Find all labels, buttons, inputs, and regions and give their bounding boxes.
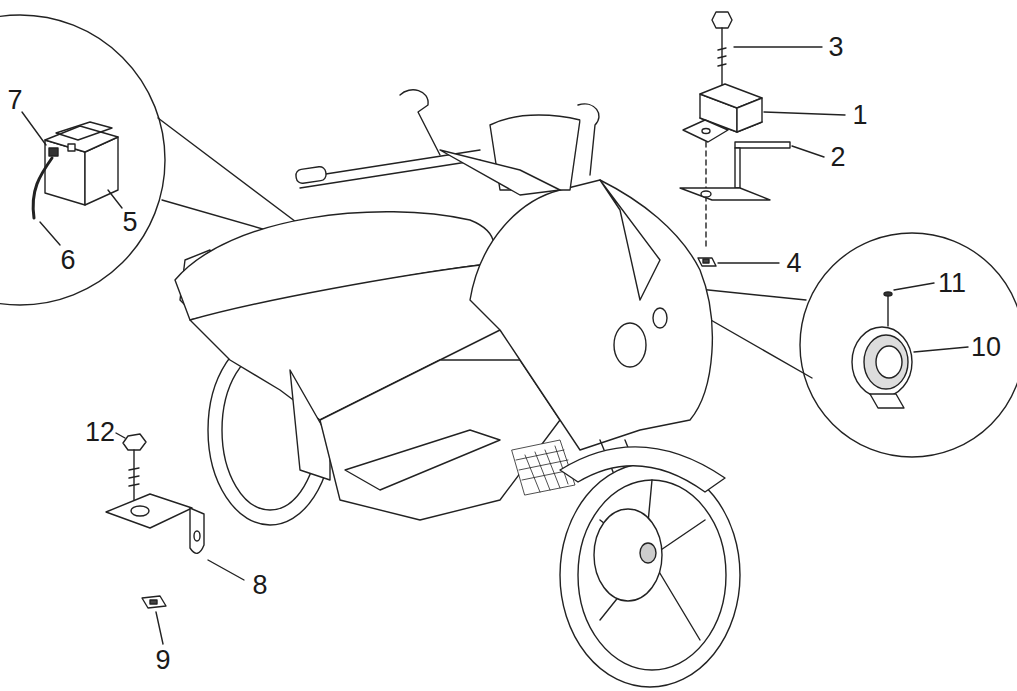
bolt-shank (721, 28, 722, 92)
horn-screw (887, 296, 888, 326)
relay-assembly (680, 12, 790, 266)
bracket-tab (190, 508, 204, 553)
leader-line (108, 190, 122, 208)
bolt-thread (718, 48, 726, 50)
horn-screw-head (884, 292, 892, 296)
bracket-plate (106, 494, 192, 528)
horn-detail-circle (800, 233, 1017, 457)
front-fender (560, 447, 725, 492)
bolt-head (712, 12, 732, 28)
leader-lines (22, 47, 968, 644)
callout-number: 11 (938, 270, 966, 297)
bracket-lower (680, 188, 770, 200)
horn (852, 292, 912, 408)
mirror (400, 90, 440, 155)
relay-tab-hole (702, 129, 710, 134)
clip-nut (142, 596, 166, 608)
mirror (578, 104, 599, 175)
callout-number: 4 (786, 250, 801, 277)
floorboard (320, 360, 560, 520)
brake-disc (594, 509, 662, 601)
wheel-hub (640, 543, 656, 563)
battery-lid (56, 122, 112, 140)
relay-side (737, 98, 762, 132)
horn-ring (864, 335, 908, 389)
callout-number: 2 (830, 144, 845, 171)
handlebar-cover (440, 150, 560, 195)
bolt-thread (718, 56, 726, 58)
bracket-hole (131, 506, 149, 516)
bolt-thread (718, 64, 726, 66)
callout-number: 10 (971, 334, 1001, 361)
leader-line (22, 112, 46, 145)
leader-line (116, 433, 125, 438)
leader-line (764, 112, 845, 115)
clip-nut-hole (703, 259, 709, 263)
lower-bracket-assembly (106, 434, 204, 608)
front-rim (578, 480, 726, 670)
leader-line (914, 347, 968, 352)
bolt-shank (133, 450, 134, 500)
bracket-upper (735, 142, 790, 148)
leader-line (734, 46, 822, 47)
bolt-thread (129, 484, 139, 486)
leader-line (894, 283, 934, 290)
front-shield (470, 180, 712, 450)
callout-number: 8 (252, 572, 267, 599)
callout-number: 5 (122, 209, 137, 236)
callout-number: 6 (60, 247, 75, 274)
shield-crease (600, 180, 660, 300)
callout-number: 9 (155, 647, 170, 674)
clip-nut-hole (150, 600, 157, 604)
front-tyre (560, 463, 740, 687)
bolt-head (123, 434, 146, 450)
leader-line (718, 262, 779, 263)
battery-terminal (68, 144, 75, 151)
scooter (175, 90, 740, 687)
battery-cable (33, 158, 52, 218)
horn-body (852, 327, 912, 397)
bracket-web (735, 148, 740, 188)
leader-line (40, 222, 60, 245)
leader-line (156, 612, 163, 644)
leader-line (792, 146, 824, 157)
callout-number: 3 (828, 34, 843, 61)
callout-number: 1 (852, 102, 867, 129)
bolt-thread (129, 476, 139, 478)
headlight (614, 323, 646, 367)
bracket-tab-hole (194, 531, 200, 541)
relay-tab (683, 120, 728, 142)
indicator (653, 308, 667, 328)
leader-line (208, 560, 244, 580)
horn-center (876, 346, 902, 378)
grip (295, 166, 327, 184)
callout-number: 12 (85, 419, 115, 446)
clip-nut (698, 258, 716, 266)
bolt-thread (129, 468, 139, 470)
battery-detail-circle (0, 15, 165, 305)
battery-terminal (49, 148, 58, 156)
callout-number: 7 (7, 87, 22, 114)
horn-bracket (870, 394, 904, 408)
floor-rail (345, 430, 500, 490)
bracket-hole (701, 191, 711, 197)
battery (33, 122, 118, 218)
